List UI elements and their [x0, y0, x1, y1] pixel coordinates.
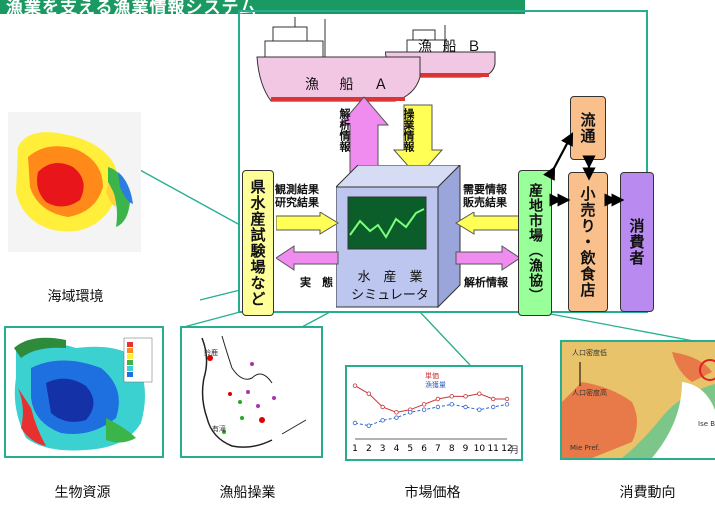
data-point [352, 383, 358, 388]
bay-label: Ise B [698, 420, 715, 428]
data-point [380, 418, 385, 423]
data-point [463, 394, 468, 399]
boat-a-label: 漁 船 Ａ [305, 77, 396, 93]
data-point [490, 404, 496, 410]
caption-price: 市場価格 [404, 485, 461, 501]
caption-fishing: 漁船操業 [219, 485, 276, 501]
series-line-2 [354, 403, 508, 427]
retail-label: 小売り・飲食店 [578, 186, 597, 298]
data-point [421, 402, 427, 407]
data-point [504, 402, 510, 407]
x-tick-label: 9 [463, 444, 469, 454]
x-tick-label: 8 [449, 444, 455, 454]
down-arrow-label: 操業情報 [402, 108, 415, 152]
data-point [435, 396, 441, 402]
data-point [408, 410, 413, 415]
legend-catch: 漁獲量 [425, 381, 446, 389]
caption-sea: 海域環境 [47, 289, 104, 305]
data-point [380, 404, 385, 410]
x-tick-label: 6 [421, 444, 427, 454]
x-tick-label: 5 [407, 444, 413, 454]
data-point [352, 420, 358, 426]
data-point [394, 415, 399, 420]
x-tick-label: 7 [435, 444, 441, 454]
distribution-label: 流通 [578, 112, 597, 144]
prefecture-box: 県水産試験場など [242, 170, 274, 316]
simulator-line2: シミュレータ [351, 288, 429, 303]
left-arrows [276, 212, 339, 271]
x-tick-label: 2 [366, 444, 372, 454]
series-line-1 [354, 385, 507, 413]
data-point [504, 396, 510, 402]
up-arrow-label: 解析情報 [338, 108, 351, 152]
simulator-line1: 水 産 業 [357, 270, 423, 285]
consumption-map [562, 342, 715, 458]
boat-b-label: 漁 船 Ｂ [418, 39, 484, 55]
left-top-label: 観測結果 研究結果 [275, 183, 319, 209]
prefecture-label: 県水産試験場など [248, 179, 267, 307]
left-bottom-label: 実 態 [300, 276, 333, 289]
right-top-label: 需要情報 販売結果 [463, 183, 507, 209]
data-point [449, 402, 454, 407]
x-tick-label: 10 [474, 444, 486, 454]
fishing-thumb: 鈴鹿 有滝 [180, 326, 323, 458]
distribution-box: 流通 [570, 96, 606, 160]
fishing-map [201, 335, 307, 448]
right-bottom-label: 解析情報 [464, 276, 508, 289]
pop-low-label: 人口密度低 [572, 349, 607, 357]
data-point [449, 394, 454, 399]
data-point [366, 391, 372, 396]
market-label: 産地市場（漁協） [527, 183, 543, 303]
vertical-arrows [340, 96, 444, 181]
market-box: 産地市場（漁協） [518, 170, 552, 316]
consumer-label: 消費者 [627, 218, 646, 266]
x-tick-label: 11 [487, 444, 498, 454]
retail-box: 小売り・飲食店 [568, 172, 608, 312]
boat-a [256, 17, 421, 102]
data-point [435, 404, 441, 410]
right-arrows [455, 212, 521, 271]
data-point [394, 410, 399, 415]
fishing-place2: 有滝 [212, 425, 226, 433]
data-point [463, 404, 468, 410]
caption-bio: 生物資源 [54, 485, 111, 501]
bio-resource-thumb [4, 326, 164, 458]
banner-title: 漁業を支える漁業情報システム [6, 0, 257, 14]
data-point [477, 407, 482, 412]
month-unit: 月 [510, 446, 520, 456]
sea-environment-map [8, 112, 141, 252]
x-tick-label: 4 [394, 444, 400, 454]
consumer-box: 消費者 [620, 172, 654, 312]
data-point [477, 391, 482, 396]
system-frame [238, 10, 648, 313]
data-point [490, 396, 496, 402]
flow-arrows [543, 132, 625, 207]
x-tick-label: 1 [352, 444, 358, 454]
x-tick-label: 12 [501, 444, 512, 454]
simulator-cube [336, 165, 461, 309]
bio-resource-map [14, 337, 153, 451]
caption-consumption: 消費動向 [619, 485, 676, 501]
legend-price: 単価 [425, 372, 439, 380]
data-point [366, 423, 372, 428]
consumption-thumb: 人口密度低 人口密度高 Ise B Mie Pref. [560, 340, 715, 460]
fishing-place1: 鈴鹿 [204, 349, 218, 357]
data-point [421, 407, 427, 412]
pref-label: Mie Pref. [570, 444, 600, 452]
x-tick-label: 3 [380, 444, 386, 454]
pop-high-label: 人口密度高 [572, 389, 607, 397]
